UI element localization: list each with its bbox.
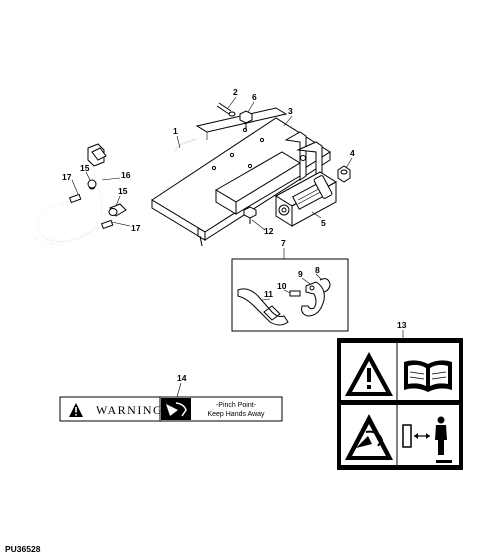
callout-9: 9 — [298, 269, 303, 279]
bolt — [239, 110, 253, 130]
nut — [337, 165, 351, 183]
callout-4: 4 — [350, 148, 355, 158]
callout-1: 1 — [173, 126, 178, 136]
figure-id: PU36528 — [5, 544, 41, 554]
callout-17-upper: 17 — [62, 172, 72, 182]
callout-17-lower: 17 — [131, 223, 141, 233]
callout-13: 13 — [397, 320, 407, 330]
cotter-pin — [216, 102, 236, 117]
hand-pinch-icon — [345, 414, 393, 460]
warning-decal: WARNING -Pinch Point- Keep Hands Away — [59, 396, 283, 422]
callout-2: 2 — [233, 87, 238, 97]
bolt-lower — [243, 206, 257, 224]
callout-10: 10 — [277, 281, 287, 291]
strap-hook-kit-box — [231, 258, 349, 332]
pinch-point-line2: Keep Hands Away — [207, 411, 265, 418]
terminal-cover-upper — [87, 179, 97, 189]
callout-8: 8 — [315, 265, 320, 275]
callout-11: 11 — [264, 289, 273, 299]
callout-12: 12 — [264, 226, 274, 236]
manual-book-icon — [404, 360, 452, 392]
person-distance-icon — [402, 416, 447, 455]
callout-6: 6 — [252, 92, 257, 102]
warning-signal-word: WARNING — [96, 403, 163, 417]
winch — [275, 171, 337, 227]
callout-3: 3 — [288, 106, 293, 116]
pinch-point-icon — [161, 398, 191, 420]
callout-numbers: 1 2 3 4 5 6 7 8 9 10 11 12 13 14 15 15 1… — [62, 87, 407, 383]
terminal-cover-lower — [108, 203, 127, 217]
pinch-point-line1: -Pinch Point- — [216, 402, 257, 409]
leader-lines — [71, 96, 404, 398]
callout-15-lower: 15 — [118, 186, 128, 196]
callout-15-upper: 15 — [80, 163, 90, 173]
warning-triangle-icon — [69, 403, 83, 417]
callout-5: 5 — [321, 218, 326, 228]
callout-16: 16 — [121, 170, 131, 180]
callout-7: 7 — [281, 238, 286, 248]
callout-14: 14 — [177, 373, 187, 383]
safety-warning-triangle-icon — [345, 352, 393, 396]
bent-pin — [175, 138, 197, 162]
wiring-harness — [35, 143, 114, 246]
mounting-plate — [151, 107, 331, 247]
safety-decal — [337, 338, 463, 470]
